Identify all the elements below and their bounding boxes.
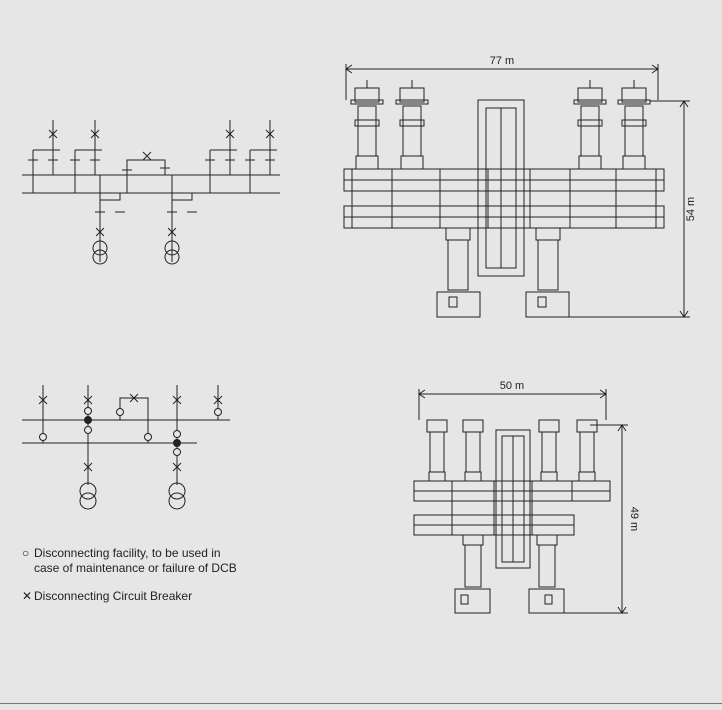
dimension-width-bottom: [418, 389, 607, 420]
dimension-width-top: [345, 64, 659, 100]
switchgear-bay: [395, 80, 429, 170]
legend-disconnecting-facility: ○ Disconnecting facility, to be used in …: [22, 546, 237, 576]
switchgear-bay: [462, 419, 484, 482]
bus-coupler: [122, 151, 170, 193]
dimension-label-49m: 49 m: [628, 507, 640, 531]
disconnector-symbol-icon: ○: [22, 546, 30, 560]
bottom-rule: [0, 703, 722, 704]
dcb-symbol-icon: ✕: [22, 589, 33, 603]
switchgear-bay: [573, 80, 607, 170]
switchgear-bay: [576, 419, 598, 482]
single-line-diagram-bottom: [22, 385, 230, 510]
dimension-height-top: [560, 100, 690, 318]
switchgear-bay: [350, 80, 384, 170]
transformer-column: [525, 227, 570, 318]
feeder-bay: [70, 120, 102, 193]
dimension-label-50m: 50 m: [500, 380, 524, 392]
transformer-bay: [164, 175, 197, 265]
transformer-bay: [168, 385, 186, 510]
legend-text-line1: Disconnecting facility, to be used in: [34, 546, 221, 560]
legend-text-line2: case of maintenance or failure of DCB: [34, 561, 237, 575]
feeder-bay: [38, 385, 48, 443]
transformer-column: [528, 534, 565, 614]
bus-coupler-frame: [495, 429, 531, 569]
single-line-diagram-top: [22, 120, 280, 265]
bus-coupler: [116, 393, 152, 443]
substation-layout-top: [343, 64, 690, 318]
switchgear-bay: [426, 419, 448, 482]
switchgear-bay: [617, 80, 651, 170]
feeder-bay: [213, 385, 223, 420]
dimension-height-bottom: [540, 424, 628, 614]
transformer-bay: [79, 385, 97, 510]
transformer-bay: [92, 175, 125, 265]
feeder-bay: [28, 120, 60, 193]
legend-dcb-text: Disconnecting Circuit Breaker: [34, 589, 193, 603]
dimension-label-77m: 77 m: [490, 55, 514, 67]
substation-layout-bottom: [413, 389, 628, 614]
legend-dcb: ✕ Disconnecting Circuit Breaker: [22, 589, 192, 604]
transformer-column: [454, 534, 491, 614]
switchgear-bay: [538, 419, 560, 482]
feeder-bay: [245, 120, 277, 193]
transformer-column: [436, 227, 481, 318]
feeder-bay: [205, 120, 237, 193]
dimension-label-54m: 54 m: [685, 197, 697, 221]
bus-coupler-frame: [477, 99, 525, 277]
